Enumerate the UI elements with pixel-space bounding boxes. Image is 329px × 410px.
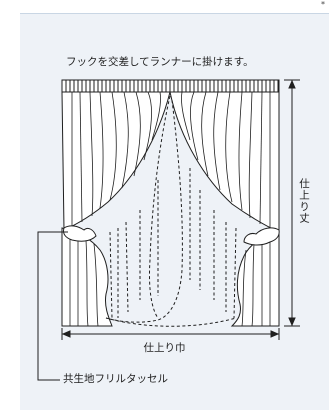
left-folds (69, 91, 161, 327)
finished-width-label-wrap: 仕上り巾 (0, 340, 329, 355)
tassel-label: 共生地フリルタッセル (63, 373, 168, 385)
left-tassel (63, 225, 97, 242)
right-curtain-panel (169, 91, 280, 327)
curtain-heading (61, 79, 280, 93)
finished-height-label: 仕上り丈 (298, 178, 310, 224)
corner-mark: * (321, 0, 325, 9)
right-folds (181, 91, 271, 327)
hook-note: フックを交差してランナーに掛けます。 (66, 56, 254, 68)
width-dimension-arrow (61, 328, 280, 340)
finished-width-label: 仕上り巾 (139, 342, 190, 354)
dashed-hidden-lines (105, 95, 237, 327)
height-dimension-arrow (284, 79, 300, 327)
right-tassel (243, 227, 280, 246)
tassel-leader-line (37, 231, 68, 381)
